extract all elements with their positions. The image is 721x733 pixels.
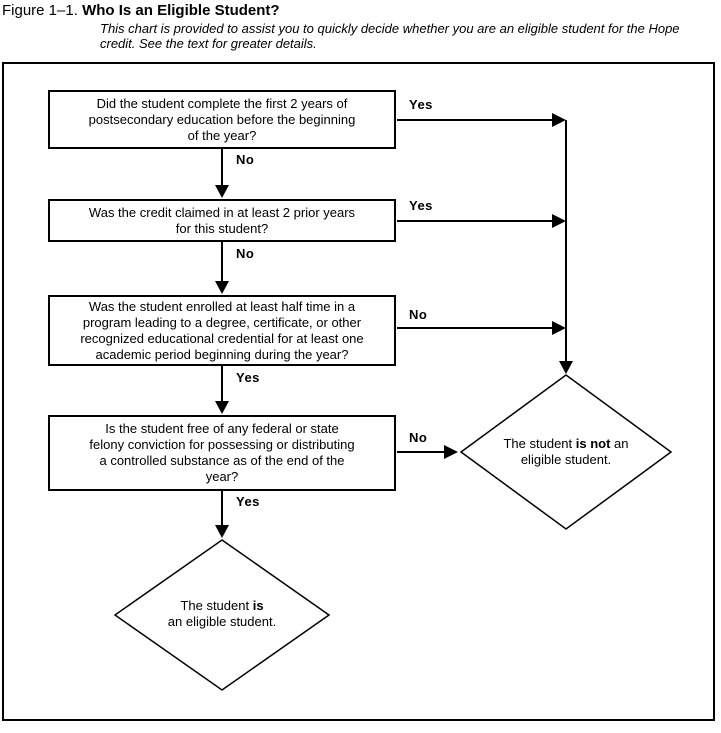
- eligible-text-pre: The student: [180, 598, 253, 613]
- q2-no-label: No: [236, 246, 255, 261]
- not-eligible-text: The student is not an eligible student.: [471, 436, 661, 468]
- not-eligible-text-pre: The student: [503, 436, 576, 451]
- q3-yes-label: Yes: [236, 370, 260, 385]
- eligible-text-bold: is: [252, 598, 264, 613]
- figure-number: Figure 1–1.: [2, 2, 78, 19]
- q1-yes-label: Yes: [409, 97, 433, 112]
- not-eligible-text-line2: eligible student.: [520, 452, 612, 467]
- figure-subtitle: This chart is provided to assist you to …: [100, 21, 680, 51]
- question-box-2: Was the credit claimed in at least 2 pri…: [48, 199, 396, 242]
- not-eligible-text-post: an: [610, 436, 629, 451]
- eligible-text-line2: an eligible student.: [167, 614, 277, 629]
- q1-no-label: No: [236, 152, 255, 167]
- q4-no-label: No: [409, 430, 428, 445]
- question-box-1: Did the student complete the first 2 yea…: [48, 90, 396, 149]
- question-box-4: Is the student free of any federal or st…: [48, 415, 396, 491]
- q4-yes-label: Yes: [236, 494, 260, 509]
- eligible-text: The student is an eligible student.: [132, 598, 312, 630]
- q2-yes-label: Yes: [409, 198, 433, 213]
- flowchart-frame: [2, 62, 715, 721]
- not-eligible-text-bold: is not: [575, 436, 611, 451]
- question-box-3: Was the student enrolled at least half t…: [48, 295, 396, 366]
- figure-title: Who Is an Eligible Student?: [82, 2, 280, 19]
- figure-caption: Figure 1–1. Who Is an Eligible Student?: [2, 2, 280, 20]
- q3-no-label: No: [409, 307, 428, 322]
